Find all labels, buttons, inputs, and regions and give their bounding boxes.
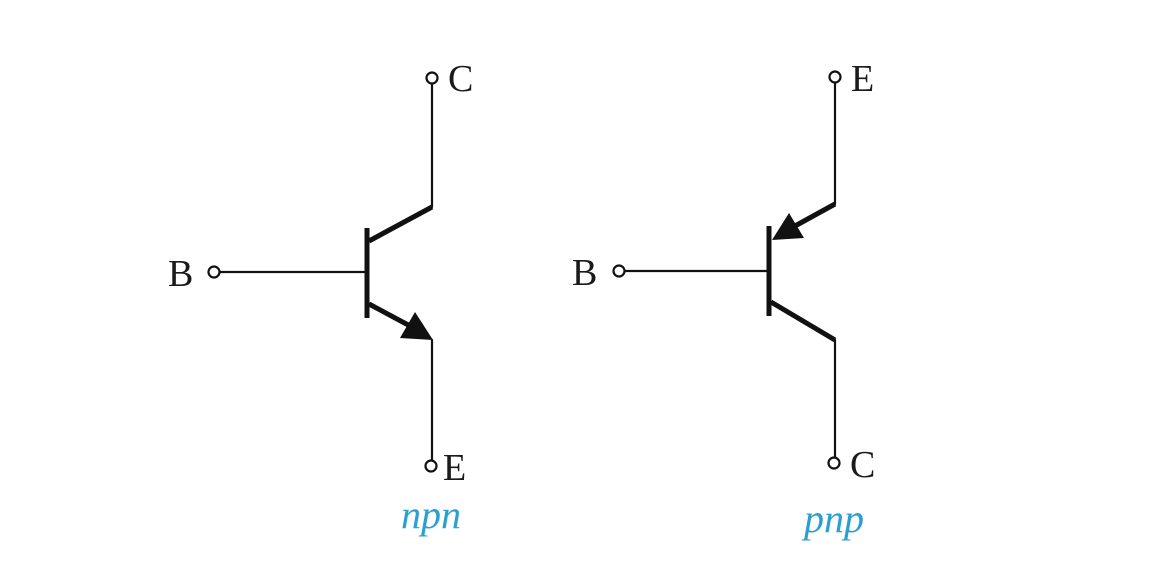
npn-collector-diagonal xyxy=(367,204,434,244)
npn-type-label: npn xyxy=(401,492,461,537)
pnp-emitter-diagonal xyxy=(793,201,837,229)
npn-emitter-diagonal xyxy=(367,301,414,330)
pnp-base-terminal xyxy=(612,264,626,278)
pnp-transistor-symbol: B E C pnp xyxy=(572,58,875,541)
npn-emitter-arrow-icon xyxy=(400,312,433,340)
pnp-emitter-terminal xyxy=(828,70,842,84)
pnp-collector-label: C xyxy=(850,444,875,486)
npn-emitter-terminal xyxy=(424,459,438,473)
npn-collector-label: C xyxy=(448,58,473,100)
npn-emitter-label: E xyxy=(443,447,466,489)
pnp-type-label: pnp xyxy=(801,496,864,541)
npn-base-label: B xyxy=(168,253,193,295)
npn-base-terminal xyxy=(207,265,221,279)
npn-transistor-symbol: B C E npn xyxy=(168,58,473,537)
pnp-base-label: B xyxy=(572,252,597,294)
pnp-emitter-label: E xyxy=(851,58,874,100)
pnp-collector-terminal xyxy=(827,456,841,470)
npn-collector-terminal xyxy=(425,71,439,85)
pnp-emitter-arrow-icon xyxy=(772,213,804,240)
pnp-collector-diagonal xyxy=(769,299,837,343)
